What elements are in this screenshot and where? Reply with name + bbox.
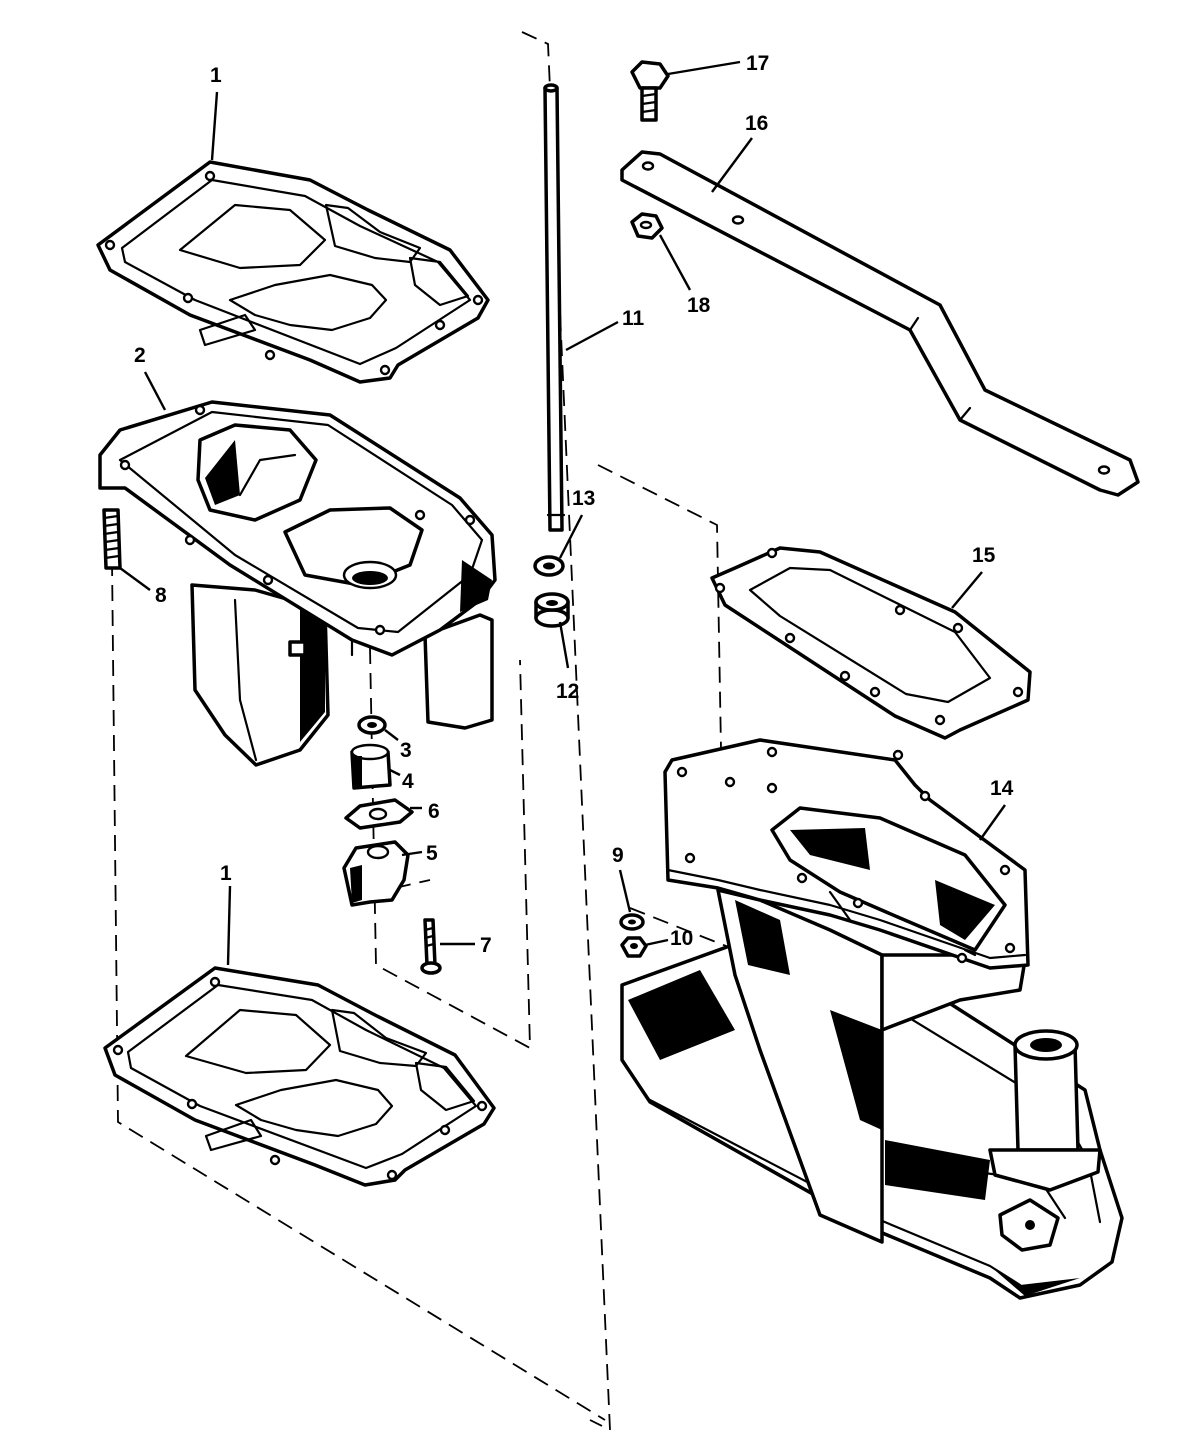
label-5: 5 bbox=[426, 842, 438, 865]
shaft-washer-13 bbox=[533, 555, 565, 577]
driveshaft-housing bbox=[620, 738, 1124, 1300]
nut-18 bbox=[630, 212, 664, 240]
label-7: 7 bbox=[480, 934, 492, 957]
bracket-bar-16 bbox=[620, 150, 1140, 497]
label-1-bottom: 1 bbox=[220, 862, 232, 885]
label-11: 11 bbox=[622, 307, 645, 330]
bolt-17 bbox=[630, 60, 670, 122]
label-6: 6 bbox=[428, 800, 440, 823]
label-16: 16 bbox=[745, 112, 768, 135]
adapter-plate bbox=[98, 400, 497, 767]
gasket-top bbox=[96, 160, 490, 384]
label-8: 8 bbox=[155, 584, 167, 607]
label-12: 12 bbox=[556, 680, 579, 703]
label-10: 10 bbox=[670, 927, 693, 950]
label-3: 3 bbox=[400, 739, 412, 762]
label-18: 18 bbox=[687, 294, 711, 317]
stud bbox=[102, 508, 122, 570]
leader-lines bbox=[119, 60, 1006, 966]
gasket-15 bbox=[710, 546, 1032, 740]
washer-9 bbox=[619, 913, 645, 931]
label-4: 4 bbox=[402, 770, 414, 793]
label-1-top: 1 bbox=[210, 64, 222, 87]
callout-labels: 1 2 3 4 6 5 7 8 1 9 10 11 12 13 14 15 16… bbox=[134, 52, 1014, 957]
nut-10 bbox=[620, 936, 648, 958]
label-13: 13 bbox=[572, 487, 595, 510]
label-15: 15 bbox=[972, 544, 996, 567]
label-17: 17 bbox=[746, 52, 769, 75]
label-14: 14 bbox=[990, 777, 1014, 800]
bushing-stack bbox=[342, 715, 442, 975]
drive-shaft bbox=[543, 83, 566, 532]
label-9: 9 bbox=[612, 844, 624, 867]
shaft-bushing-12 bbox=[534, 592, 570, 628]
gasket-bottom bbox=[103, 966, 496, 1187]
bolt-7 bbox=[423, 918, 437, 967]
label-2: 2 bbox=[134, 344, 146, 367]
